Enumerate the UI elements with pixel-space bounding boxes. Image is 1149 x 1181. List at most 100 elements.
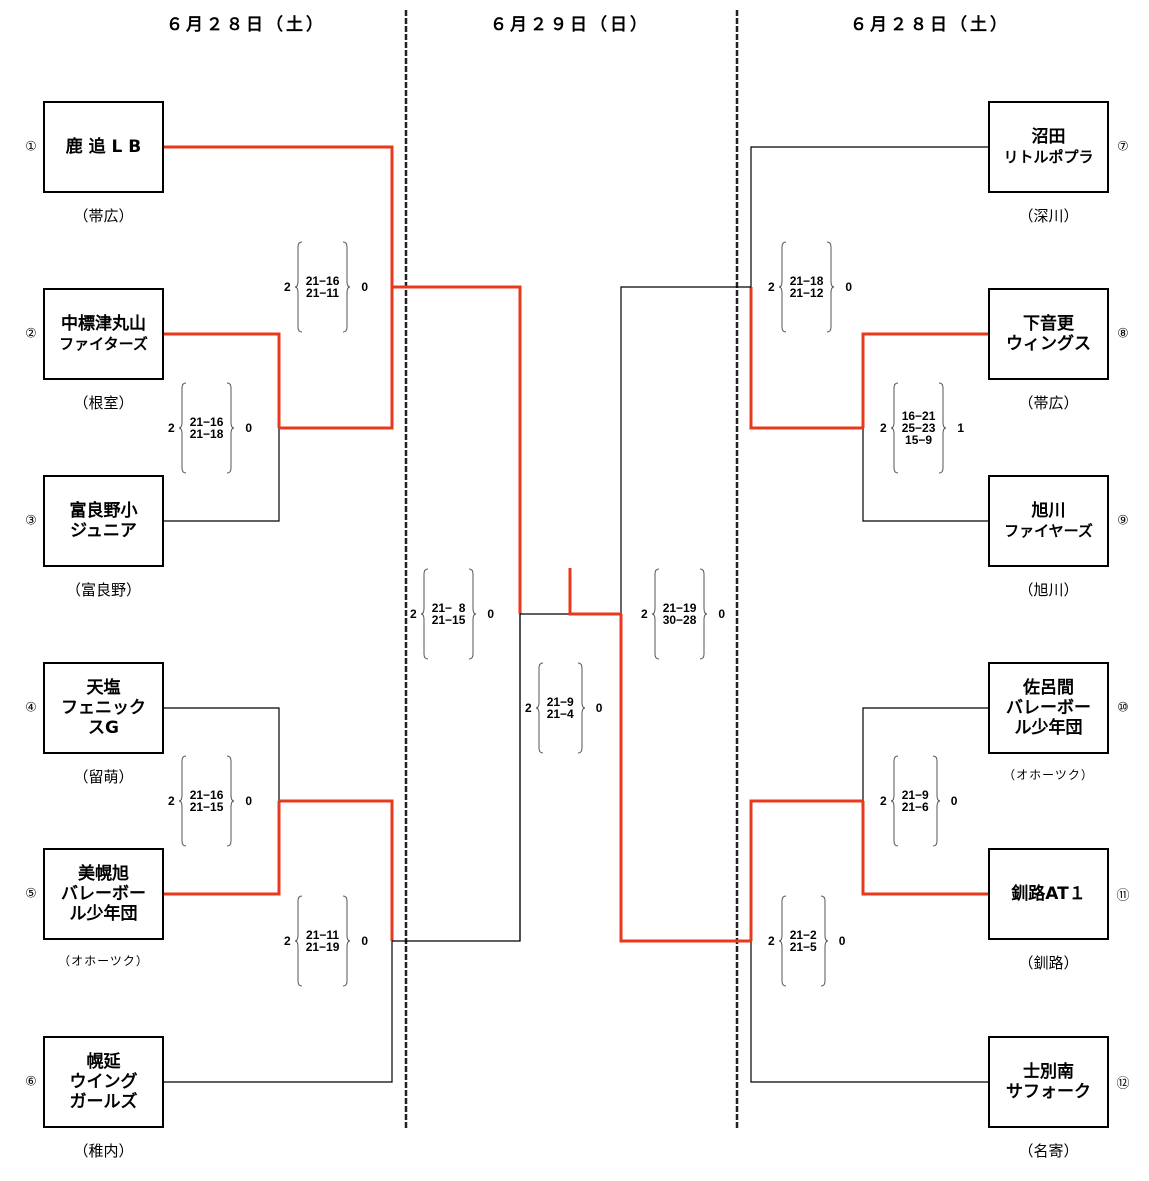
seed-number: ⑤	[25, 886, 37, 902]
team-box: 中標津丸山ファイターズ	[43, 288, 164, 380]
team-name-line: 中標津丸山	[61, 314, 146, 334]
team-region: （帯広）	[73, 207, 134, 225]
left-brace-icon	[294, 241, 302, 333]
left-brace-icon	[535, 662, 543, 754]
winner-set-count: 2	[168, 794, 175, 808]
right-brace-icon	[469, 568, 477, 660]
set-score: 21−12	[789, 286, 824, 300]
team-box: 天塩フェニックスG	[43, 662, 164, 754]
seed-number: ①	[25, 139, 37, 155]
team-box: 旭川ファイヤーズ	[988, 475, 1109, 567]
set-score: 21−16	[305, 274, 340, 288]
team-name-line: 富良野小	[69, 501, 138, 521]
winner-path	[861, 801, 988, 896]
left-brace-icon	[178, 382, 186, 474]
team-box: 幌延ウイングガールズ	[43, 1036, 164, 1128]
right-brace-icon	[227, 755, 235, 847]
team-region: （旭川）	[1018, 581, 1079, 599]
bracket-line	[862, 428, 988, 522]
team-name-line: 美幌旭	[78, 864, 129, 884]
right-brace-icon	[700, 568, 708, 660]
winner-path	[749, 287, 863, 430]
left-brace-icon	[420, 568, 428, 660]
winner-path	[164, 332, 281, 428]
set-score: 21−18	[189, 427, 224, 441]
team-name-line: スG	[88, 718, 119, 738]
set-score: 15−9	[905, 433, 933, 447]
loser-set-count: 0	[838, 934, 846, 948]
team-box: 下音更ウィングス	[988, 288, 1109, 380]
team-name-line: 士別南	[1023, 1062, 1074, 1082]
left-brace-icon	[651, 568, 659, 660]
loser-set-count: 0	[487, 607, 495, 621]
set-score: 21−11	[306, 928, 340, 942]
winner-set-count: 2	[168, 421, 175, 435]
seed-number: ⑧	[1117, 326, 1129, 342]
team-name-line: ル少年団	[1014, 718, 1083, 738]
loser-set-count: 0	[361, 934, 369, 948]
set-score: 21−9	[546, 695, 574, 709]
team-box: 佐呂間バレーボール少年団	[988, 662, 1109, 754]
left-brace-icon	[294, 895, 302, 987]
team-name-line: ガールズ	[69, 1092, 138, 1112]
bracket-line	[620, 286, 751, 614]
winner-path	[164, 145, 394, 287]
team-name-line: ウイング	[69, 1072, 138, 1092]
loser-set-count: 0	[718, 607, 726, 621]
team-region: （釧路）	[1018, 954, 1079, 972]
team-name-line: フェニック	[61, 698, 146, 718]
winner-path	[749, 799, 863, 941]
team-region: （名寄）	[1018, 1142, 1079, 1160]
team-name-line: 幌延	[86, 1052, 121, 1072]
team-name-line: 天塩	[86, 678, 121, 698]
winner-set-count: 2	[768, 934, 775, 948]
bracket-line	[164, 941, 393, 1083]
team-name-line: 佐呂間	[1023, 678, 1074, 698]
team-name-line: 沼田	[1031, 127, 1066, 147]
right-brace-icon	[939, 382, 947, 474]
right-brace-icon	[227, 382, 235, 474]
winner-set-count: 2	[641, 607, 648, 621]
winner-set-count: 2	[880, 794, 887, 808]
team-region: （オホーツク）	[1003, 768, 1094, 782]
team-name-line: 鹿 追 L B	[65, 137, 142, 157]
loser-set-count: 0	[245, 421, 253, 435]
left-brace-icon	[778, 895, 786, 987]
set-score: 21−15	[431, 613, 466, 627]
bracket-line	[750, 941, 988, 1083]
team-region: （稚内）	[73, 1142, 134, 1160]
right-brace-icon	[820, 895, 828, 987]
team-name-line: バレーボー	[61, 884, 146, 904]
bracket-line	[750, 146, 988, 287]
set-score: 21−18	[789, 274, 824, 288]
left-brace-icon	[890, 755, 898, 847]
winner-set-count: 2	[880, 421, 887, 435]
right-brace-icon	[343, 241, 351, 333]
set-score: 21−5	[789, 940, 817, 954]
set-score: 30−28	[662, 613, 697, 627]
bracket-line	[392, 614, 521, 942]
team-name-line: 旭川	[1031, 501, 1066, 521]
winner-set-count: 2	[284, 934, 291, 948]
seed-number: ⑩	[1117, 700, 1129, 716]
right-brace-icon	[343, 895, 351, 987]
winner-set-count: 2	[410, 607, 417, 621]
winner-path	[568, 568, 621, 616]
team-box: 富良野小ジュニア	[43, 475, 164, 567]
right-brace-icon	[932, 755, 940, 847]
team-box: 士別南サフォーク	[988, 1036, 1109, 1128]
winner-path	[861, 332, 988, 428]
loser-set-count: 0	[950, 794, 958, 808]
